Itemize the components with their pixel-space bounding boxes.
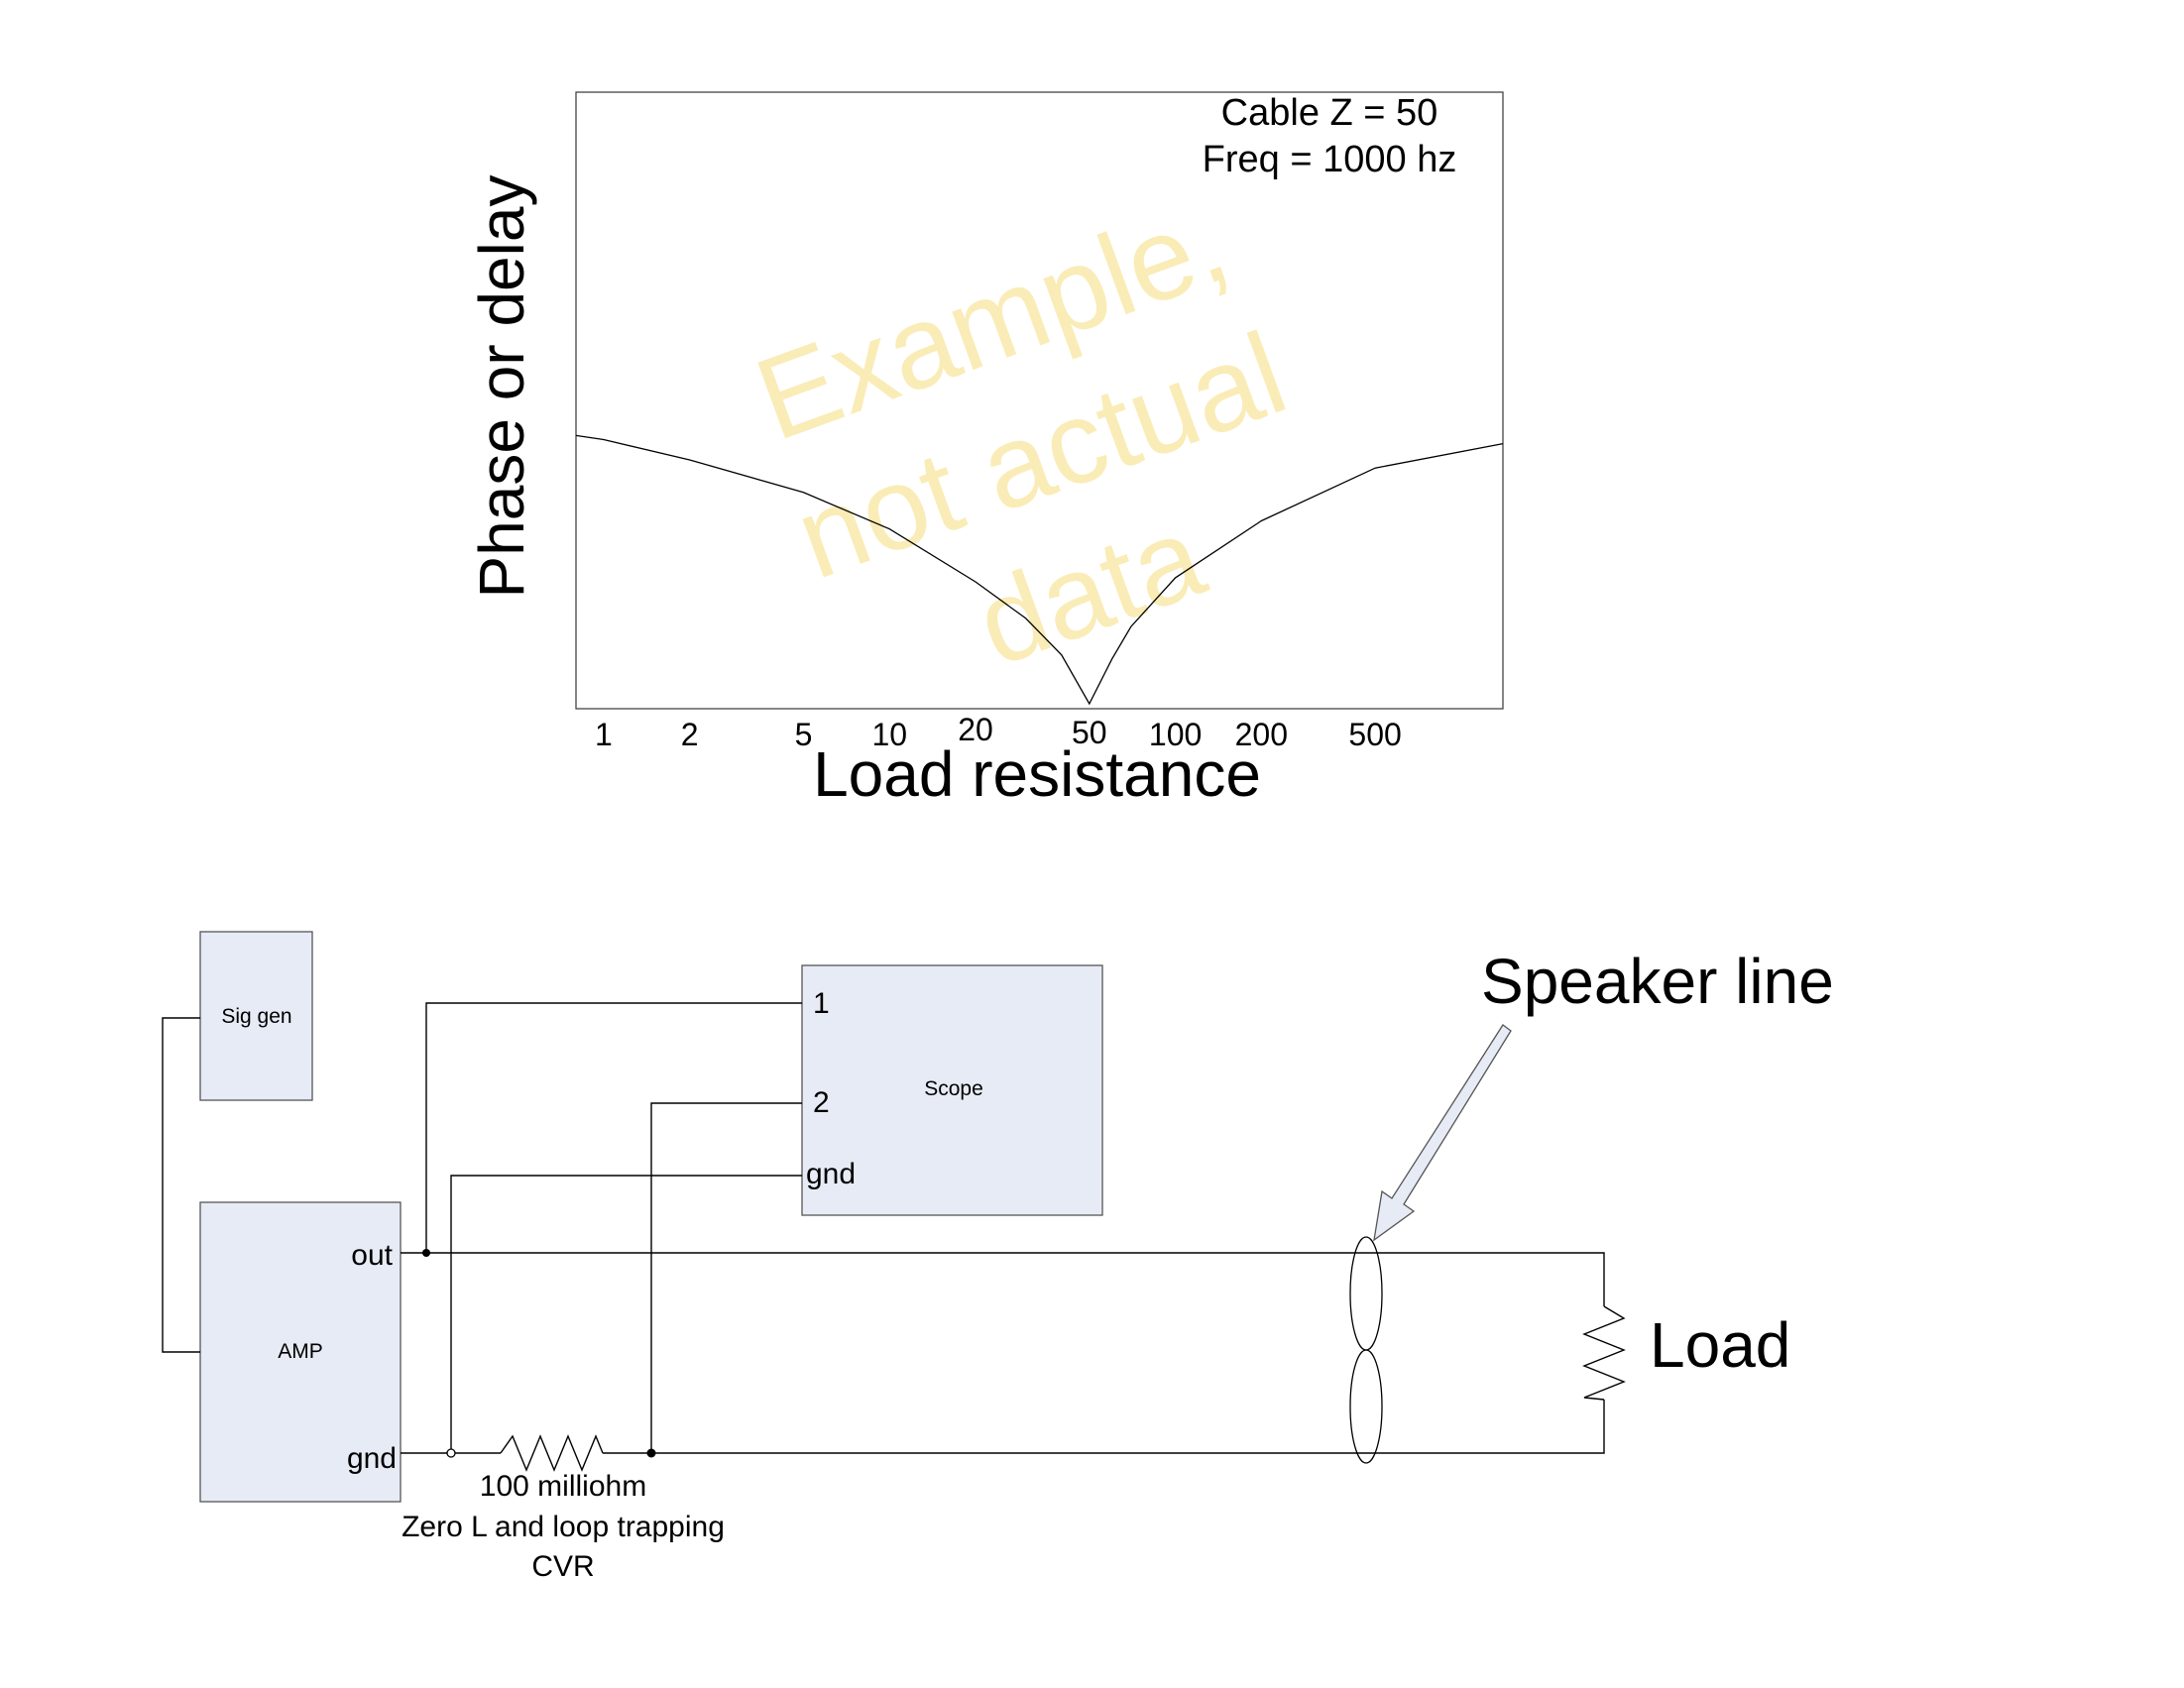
wire-scope-gnd (450, 1175, 802, 1453)
junction-cvr (646, 1448, 656, 1458)
sig-gen-label: Sig gen (221, 1005, 291, 1028)
x-axis-label: Load resistance (813, 738, 1261, 810)
cvr-label-3: CVR (531, 1550, 594, 1583)
x-tick-labels: 1 2 5 10 20 50 100 200 500 (595, 712, 1402, 752)
x-tick-label: 1 (595, 717, 613, 752)
junction-out (422, 1249, 430, 1257)
wire-siggen-amp (162, 1017, 200, 1353)
speaker-line-ellipse-top (1349, 1236, 1383, 1351)
annotation-freq: Freq = 1000 hz (1203, 139, 1457, 180)
load-label: Load (1650, 1309, 1790, 1381)
junction-gnd-open (446, 1448, 456, 1458)
wire-scope-ch1 (425, 1002, 802, 1253)
scope-ch2-label: 2 (813, 1086, 830, 1119)
x-tick-label: 200 (1235, 717, 1288, 752)
speaker-line-arrow (1373, 1024, 1512, 1242)
scope-label: Scope (924, 1077, 983, 1100)
cvr-label-1: 100 milliohm (480, 1470, 646, 1503)
x-tick-label: 2 (681, 717, 699, 752)
chart-series-line (575, 434, 1504, 706)
load-resistor (1582, 1305, 1626, 1401)
x-tick-label: 5 (795, 717, 813, 752)
x-tick-label: 500 (1348, 717, 1401, 752)
scope-ch1-label: 1 (813, 987, 830, 1020)
x-tick-label: 20 (958, 712, 993, 747)
cvr-label-2: Zero L and loop trapping (402, 1511, 725, 1543)
wire-out-line (401, 1252, 1605, 1306)
wire-gnd-line-right (603, 1400, 1605, 1454)
annotation-cable-z: Cable Z = 50 (1221, 92, 1438, 134)
amp-gnd-label: gnd (347, 1442, 397, 1475)
x-tick-label: 100 (1149, 717, 1202, 752)
scope-gnd-label: gnd (806, 1158, 856, 1190)
wires (162, 1002, 1605, 1454)
chart: Example, not actual data Cable Z = 50 Fr… (466, 91, 1504, 810)
chart-plot-frame (575, 91, 1504, 710)
speaker-line-label: Speaker line (1481, 946, 1834, 1017)
y-axis-label: Phase or delay (466, 175, 537, 599)
speaker-line-ellipse-bottom (1349, 1349, 1383, 1464)
scope-box (801, 964, 1103, 1216)
sig-gen-box (199, 931, 313, 1101)
cvr-resistor (500, 1434, 604, 1472)
amp-label: AMP (278, 1340, 323, 1363)
schematic: Sig gen AMP out gnd Scope 1 2 gnd (162, 931, 1834, 1583)
wire-scope-ch2 (650, 1102, 802, 1453)
x-tick-label: 10 (872, 717, 908, 752)
x-tick-label: 50 (1072, 715, 1107, 750)
amp-out-label: out (351, 1239, 393, 1272)
